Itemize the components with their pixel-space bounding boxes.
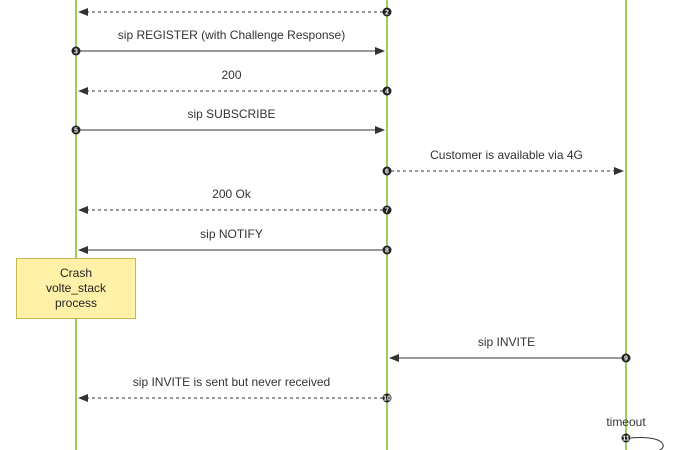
sequence-number: 4 (385, 89, 389, 96)
sequence-number: 10 (383, 396, 391, 403)
sequence-number: 3 (74, 49, 78, 56)
message-label: sip SUBSCRIBE (187, 107, 275, 121)
message-10: sip INVITE is sent but never received 10 (78, 375, 392, 403)
sequence-number: 6 (385, 169, 389, 176)
sequence-number-badge (382, 166, 392, 176)
message-7: 200 Ok 7 (78, 187, 392, 215)
message-5: sip SUBSCRIBE 5 (71, 107, 385, 135)
message-2: 2 (78, 7, 392, 17)
sequence-number: 9 (624, 356, 628, 363)
message-label: 200 (221, 68, 241, 82)
message-6: Customer is available via 4G 6 (382, 148, 624, 176)
sequence-number-badge (621, 433, 631, 443)
message-3: sip REGISTER (with Challenge Response) 3 (71, 28, 385, 56)
message-label: sip REGISTER (with Challenge Response) (118, 28, 345, 42)
note-line: process (54, 296, 98, 310)
self-message-group: timeout 11 (606, 415, 664, 450)
sequence-number: 7 (385, 208, 389, 215)
sequence-number: 8 (385, 248, 389, 255)
note-line: volte_stack (45, 281, 107, 295)
sequence-number-badge (382, 205, 392, 215)
sequence-number: 5 (74, 128, 78, 135)
timeout-label: timeout (606, 415, 646, 429)
message-8: sip NOTIFY 8 (78, 227, 392, 255)
sequence-number-badge (382, 7, 392, 17)
message-label: sip INVITE (478, 335, 535, 349)
self-message-arrow (630, 436, 664, 450)
sequence-number-badge (382, 245, 392, 255)
sequence-number-badge (382, 393, 392, 403)
sequence-number-badge (71, 125, 81, 135)
message-9: sip INVITE 9 (389, 335, 631, 363)
sequence-number-badge (382, 86, 392, 96)
note-line: Crash (59, 266, 92, 280)
lifelines (75, 0, 627, 450)
message-label: sip INVITE is sent but never received (133, 375, 330, 389)
sequence-number: 2 (385, 10, 389, 17)
sequence-number-badge (71, 46, 81, 56)
crash-note: Crash volte_stack process (16, 258, 136, 319)
message-label: Customer is available via 4G (430, 148, 583, 162)
message-label: 200 Ok (212, 187, 252, 201)
message-label: sip NOTIFY (200, 227, 263, 241)
sequence-number: 11 (622, 436, 630, 443)
messages: 2 sip REGISTER (with Challenge Response) 3… (71, 7, 631, 403)
sequence-number-badge (621, 353, 631, 363)
